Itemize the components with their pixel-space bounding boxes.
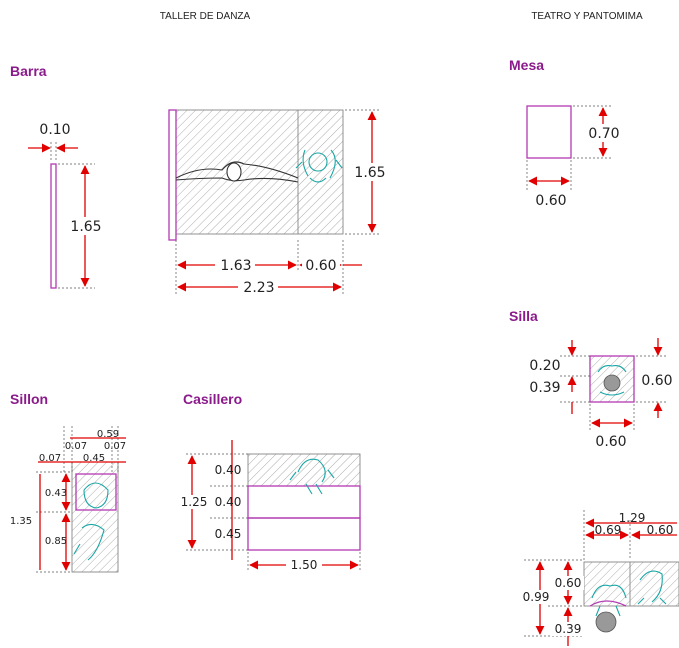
silla-title: Silla	[509, 308, 538, 324]
sillon-m2-label: 0.07	[104, 441, 126, 452]
silla-depth-label: 0.60	[641, 373, 672, 389]
casillero-width-label: 1.50	[291, 558, 318, 572]
group-width-b-label: 0.60	[647, 523, 674, 537]
barra-plan-bar	[168, 109, 177, 241]
sillon-m3-label: 0.07	[39, 453, 61, 464]
group-person-right	[637, 570, 667, 605]
silla-chair	[589, 355, 635, 403]
dancer-figure	[175, 161, 299, 183]
sillon-top-label: 0.59	[97, 429, 119, 440]
sillon-total-label: 1.35	[10, 516, 32, 527]
casillero-row3-label: 0.45	[215, 527, 242, 541]
section-header-dance: TALLER DE DANZA	[160, 11, 251, 22]
barra-height-label: 1.65	[70, 219, 101, 235]
silla-d1-label: 0.20	[529, 358, 560, 374]
barra-elevation	[50, 163, 57, 289]
silla-width-label: 0.60	[595, 434, 626, 450]
group-table-chair: 1.29 0.69 0.60 0.99 0.60 0.39	[519, 510, 679, 646]
casillero-person	[289, 458, 335, 495]
section-header-theatre: TEATRO Y PANTOMIMA	[531, 11, 643, 22]
sillon-armchair	[75, 473, 117, 511]
group-chair-back	[589, 600, 627, 607]
group-h2-label: 0.39	[555, 622, 582, 636]
barra-length-b: 0.60	[305, 258, 336, 274]
sillon-inner-label: 0.45	[83, 453, 105, 464]
barra-length-total: 2.23	[243, 280, 274, 296]
silla-d2-label: 0.39	[529, 380, 560, 396]
sillon-title: Sillon	[10, 391, 48, 407]
casillero-row-3	[247, 517, 361, 551]
barra-plan-area	[175, 109, 344, 235]
mesa-depth-label: 0.70	[588, 126, 619, 142]
group-h1-label: 0.60	[555, 576, 582, 590]
sillon-person	[73, 482, 109, 561]
sillon-h1-label: 0.43	[45, 488, 67, 499]
barra-width-label: 0.10	[39, 122, 70, 138]
group-total-label: 0.99	[523, 590, 550, 604]
group-chair-head	[595, 611, 617, 633]
sillon-group: Sillon 0.59 0.07 0.07 0.07 0.45 0.43 1.3…	[10, 391, 126, 573]
silla-seat-head	[603, 374, 621, 392]
group-width-a-label: 0.69	[595, 523, 622, 537]
casillero-total-label: 1.25	[181, 495, 208, 509]
casillero-row2-label: 0.40	[215, 495, 242, 509]
sillon-m1-label: 0.07	[65, 441, 87, 452]
sillon-h2-label: 0.85	[45, 536, 67, 547]
barra-group: Barra 0.10 1.65 1.65	[10, 63, 392, 296]
casillero-row1-label: 0.40	[215, 463, 242, 477]
mesa-width-label: 0.60	[535, 193, 566, 209]
silla-group: Silla 0.20 0.39 0.60 0.60	[509, 308, 673, 450]
group-width-total-label: 1.29	[619, 511, 646, 525]
barra-length-a: 1.63	[220, 258, 251, 274]
casillero-title: Casillero	[183, 391, 242, 407]
group-person-left	[591, 584, 627, 617]
barra-title: Barra	[10, 63, 47, 79]
mesa-table	[526, 105, 572, 159]
mesa-group: Mesa 0.70 0.60	[509, 57, 624, 209]
silla-person	[597, 365, 627, 396]
barra-plan-height-label: 1.65	[354, 165, 385, 181]
dancer-figure-seated	[295, 149, 343, 183]
mesa-title: Mesa	[509, 57, 544, 73]
casillero-group: Casillero 1.25 0.40 0.40 0.45 1.50	[180, 391, 361, 572]
